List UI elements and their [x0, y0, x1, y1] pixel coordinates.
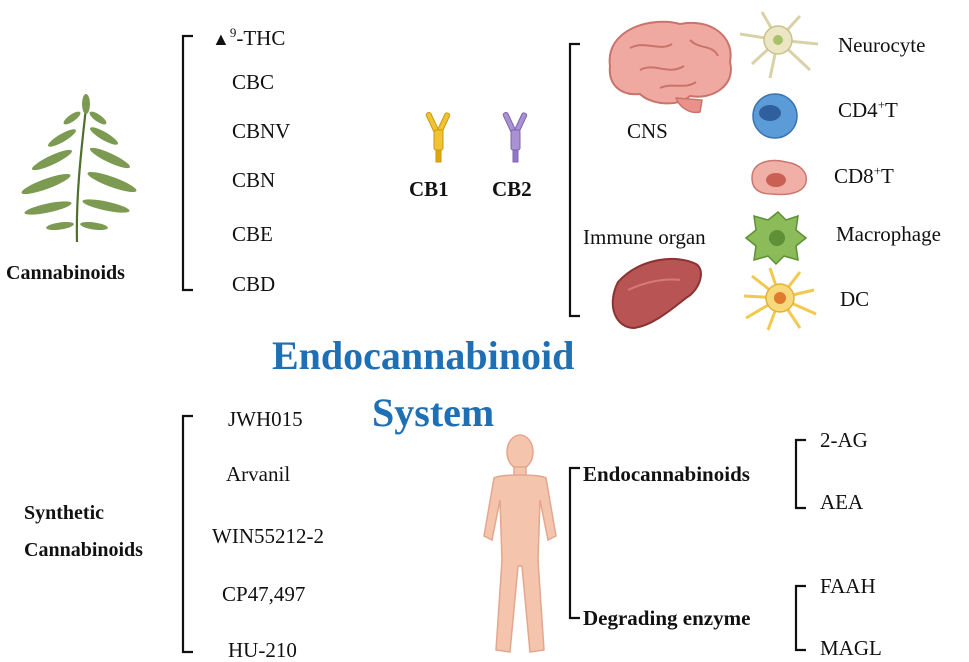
- title-line2: System: [372, 390, 495, 435]
- cannabinoids-bracket: [181, 34, 193, 292]
- endo-bracket: [794, 438, 806, 510]
- cd4-base: CD4: [838, 98, 878, 122]
- macrophage-label: Macrophage: [836, 222, 941, 246]
- synthetic-item: CP47,497: [222, 582, 306, 606]
- brain-icon: [608, 20, 732, 114]
- cd4-t: T: [885, 98, 898, 122]
- cb2-label: CB2: [492, 177, 532, 201]
- cannabinoid-item: CBD: [232, 272, 276, 296]
- spleen-icon: [611, 257, 702, 330]
- cannabinoids-label: Cannabinoids: [6, 262, 125, 284]
- cannabinoid-item: CBN: [232, 168, 276, 192]
- title-line1: Endocannabinoid: [272, 333, 575, 378]
- synthetic-item: Arvanil: [226, 462, 291, 486]
- cd8-t: T: [881, 164, 894, 188]
- cannabinoid-item: CBE: [232, 222, 273, 246]
- immune-organ-label: Immune organ: [583, 225, 706, 249]
- synthetic-label-line2: Cannabinoids: [24, 539, 143, 561]
- synthetic-item: WIN55212-2: [212, 524, 324, 548]
- cd4-t-cell-icon: [752, 93, 798, 139]
- degrading-enzyme-label: Degrading enzyme: [583, 606, 751, 630]
- macrophage-icon: [744, 210, 808, 266]
- cd8-t-cell-icon: [751, 159, 808, 196]
- neurocyte-label: Neurocyte: [838, 33, 926, 57]
- cannabinoid-item: CBNV: [232, 119, 291, 143]
- endocannabinoid-item: AEA: [820, 490, 864, 514]
- cannabinoid-item: CBC: [232, 70, 275, 94]
- synthetic-item: JWH015: [228, 407, 303, 431]
- neurocyte-icon: [739, 11, 819, 79]
- endocannabinoids-label: Endocannabinoids: [583, 462, 750, 486]
- cb1-label: CB1: [409, 177, 449, 201]
- enzyme-item: FAAH: [820, 574, 876, 598]
- dendritic-cell-icon: [743, 267, 817, 331]
- cannabis-plant-icon: [21, 94, 137, 243]
- synthetic-item: HU-210: [228, 638, 297, 662]
- enzyme-item: MAGL: [820, 636, 882, 660]
- cb1-receptor-icon: [425, 111, 451, 163]
- cns-label: CNS: [627, 119, 668, 143]
- cd4-label: CD4+T: [838, 98, 898, 121]
- thc-superscript: 9: [229, 25, 237, 40]
- cd8-sup: +: [873, 163, 882, 178]
- cells-bracket: [568, 42, 580, 318]
- thc-item: ▲9-THC: [212, 26, 285, 49]
- triangle-icon: ▲: [212, 29, 230, 49]
- dc-label: DC: [840, 287, 870, 311]
- degrading-bracket: [794, 584, 806, 652]
- thc-label: -THC: [236, 26, 286, 50]
- cd4-sup: +: [877, 97, 886, 112]
- synthetic-bracket: [181, 414, 193, 654]
- endocannabinoid-item: 2-AG: [820, 428, 868, 452]
- split-bracket: [568, 466, 580, 620]
- cd8-label: CD8+T: [834, 164, 894, 187]
- human-body-icon: [483, 434, 557, 653]
- synthetic-label-line1: Synthetic: [24, 502, 104, 524]
- cb2-receptor-icon: [502, 111, 528, 163]
- cd8-base: CD8: [834, 164, 874, 188]
